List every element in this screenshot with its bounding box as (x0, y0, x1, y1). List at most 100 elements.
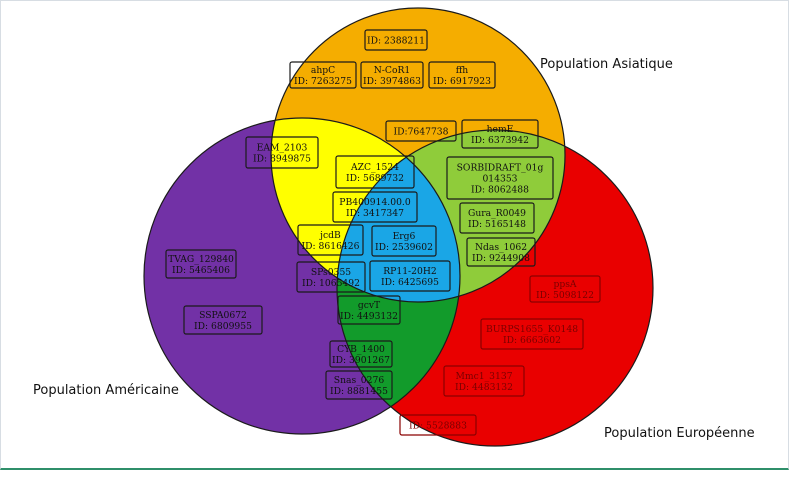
gene-name-text: AZC_1524 (350, 162, 399, 173)
label-population-asiatique: Population Asiatique (540, 57, 673, 72)
gene-id-text: ID: 5165148 (468, 219, 526, 230)
gene-box-frame (360, 61, 424, 89)
gene-box-frame (245, 136, 319, 169)
gene-id-text: ID: 6917923 (433, 76, 491, 87)
gene-id-text: ID: 1065492 (302, 278, 360, 289)
gene-box: PB400914.00.0ID: 3417347 (332, 191, 418, 223)
gene-id-text: ID: 8062488 (471, 184, 529, 195)
gene-id-text: ID: 2539602 (375, 242, 433, 253)
gene-id-text: ID: 3417347 (346, 208, 404, 219)
gene-box: ID: 5528883 (399, 414, 477, 436)
gene-id-text: ID: 4483132 (455, 382, 513, 393)
gene-id-text: ID: 2388211 (367, 35, 425, 46)
gene-box-frame (443, 365, 525, 397)
outline-europe (336, 129, 654, 447)
outline-asia (270, 7, 566, 303)
gene-box-frame (297, 224, 364, 256)
gene-id-text: ID: 7263275 (294, 76, 352, 87)
gene-id-text: ID: 3901267 (332, 355, 390, 366)
gene-id-text: ID: 5689732 (346, 173, 404, 184)
gene-box-frame (461, 119, 539, 149)
gene-name-text: ahpC (311, 65, 335, 76)
label-population-europeenne: Population Européenne (604, 426, 755, 441)
venn-outlines (143, 7, 654, 447)
gene-id-text: ID: 5465406 (172, 265, 230, 276)
gene-name-text: ffh (456, 65, 469, 76)
gene-name-text: EAM_2103 (257, 142, 308, 153)
gene-id-text: ID: 6809955 (194, 321, 252, 332)
gene-name-text: Gura_R0049 (468, 208, 526, 219)
gene-box-frame (165, 249, 237, 279)
gene-box-frame (371, 225, 437, 257)
gene-id-text: ID: 6663602 (503, 335, 561, 346)
gene-box: ID:7647738 (385, 120, 457, 142)
gene-name-text: 014353 (482, 173, 517, 184)
gene-box-frame (325, 370, 393, 400)
gene-id-text: ID: 8949875 (253, 153, 311, 164)
gene-box-frame (183, 305, 263, 335)
region-all (337, 130, 460, 302)
gene-box-frame (364, 29, 428, 51)
gene-name-text: Erg6 (393, 231, 416, 242)
gene-box-frame (332, 191, 418, 223)
gene-name-text: gcvT (358, 300, 381, 311)
gene-box-frame (480, 318, 584, 350)
gene-id-text: ID: 8881455 (330, 386, 388, 397)
gene-id-text: ID: 6373942 (471, 135, 529, 146)
venn-regions (144, 8, 653, 446)
gene-id-text: ID: 3974863 (363, 76, 421, 87)
gene-name-text: SPs0355 (311, 267, 351, 278)
gene-id-text: ID: 4493132 (340, 311, 398, 322)
gene-name-text: RP11-20H2 (383, 266, 436, 277)
gene-name-text: SORBIDRAFT_01g (457, 162, 544, 173)
gene-name-text: N-CoR1 (374, 65, 410, 76)
gene-box-frame (529, 275, 601, 303)
gene-box-frame (335, 155, 415, 189)
gene-id-text: ID: 6425695 (381, 277, 439, 288)
gene-name-text: CYB_1400 (337, 344, 385, 355)
gene-name-text: jcdB (319, 230, 341, 241)
gene-box-frame (289, 61, 357, 89)
gene-name-text: Snas_0276 (334, 375, 385, 386)
gene-box-frame (399, 414, 477, 436)
gene-name-text: hemE (487, 124, 514, 135)
gene-name-text: TVAG_129840 (168, 254, 234, 265)
gene-box: ID: 2388211 (364, 29, 428, 51)
gene-box-frame (369, 260, 451, 292)
outline-america (143, 117, 461, 435)
label-population-americaine: Population Américaine (33, 383, 179, 398)
gene-name-text: SSPA0672 (199, 310, 247, 321)
gene-name-text: BURPS1655_K0148 (486, 324, 578, 335)
gene-box-frame (337, 295, 401, 325)
gene-id-text: ID: 5098122 (536, 290, 594, 301)
gene-id-text: ID:7647738 (393, 126, 448, 137)
region-all-group (337, 130, 460, 302)
gene-name-text: Mmc1_3137 (455, 371, 512, 382)
gene-name-text: ppsA (553, 279, 576, 290)
figure-frame (0, 0, 789, 470)
gene-box-frame (446, 156, 554, 200)
gene-box-frame (385, 120, 457, 142)
gene-box-frame (459, 202, 535, 234)
